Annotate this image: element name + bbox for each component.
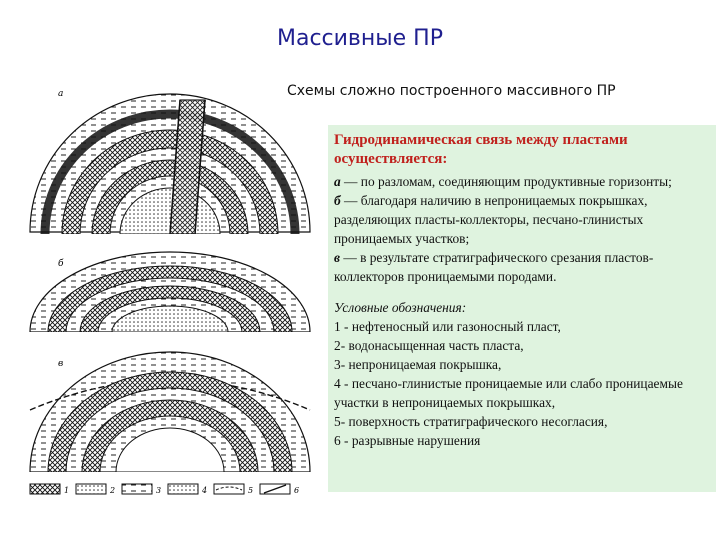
info-item-c: в — в результате стратиграфического срез… (334, 248, 710, 286)
legend-title-text: Условные обозначения (334, 300, 462, 315)
legend-number-5: 5 (248, 486, 253, 495)
info-item-b-text: — благодаря наличию в непроницаемых покр… (334, 193, 648, 246)
info-item-b-letter: б (334, 193, 341, 208)
legend-item: 1 - нефтеносный или газоносный пласт, (334, 319, 561, 334)
panel-label-b: б (58, 258, 64, 269)
legend-number-2: 2 (109, 486, 115, 495)
legend-item: 2- водонасыщенная часть пласта, (334, 338, 524, 353)
info-heading: Гидродинамическая связь между пластами о… (334, 132, 628, 167)
legend-item: 5- поверхность стратиграфического несогл… (334, 414, 608, 429)
legend-title: Условные обозначения: (334, 300, 467, 315)
panel-label-a: а (58, 89, 63, 99)
page-subtitle: Схемы сложно построенного массивного ПР (287, 83, 616, 99)
info-item-b: б — благодаря наличию в непроницаемых по… (334, 191, 710, 248)
legend-item: 6 - разрывные нарушения (334, 433, 481, 448)
info-item-c-text: — в результате стратиграфического срезан… (334, 250, 654, 284)
legend-swatch-3 (121, 483, 153, 495)
panel-label-c: в (58, 359, 63, 369)
info-box: Гидродинамическая связь между пластами о… (328, 125, 716, 492)
info-item-c-letter: в (334, 250, 340, 265)
legend-item: 3- непроницаемая покрышка, (334, 357, 502, 372)
scheme-c (29, 351, 311, 472)
legend-swatch-4 (167, 483, 199, 495)
page-title: Массивные ПР (276, 26, 443, 51)
legend-number-1: 1 (64, 486, 69, 495)
legend-swatch-2 (75, 483, 107, 495)
scheme-a (29, 93, 311, 234)
info-item-a-letter: а (334, 174, 341, 189)
legend-number-6: 6 (294, 486, 299, 495)
legend-number-3: 3 (156, 486, 161, 495)
scheme-b (29, 251, 311, 332)
info-item-a: а — по разломам, соединяющим продуктивны… (334, 172, 710, 191)
info-item-a-text: — по разломам, соединяющим продуктивные … (340, 174, 672, 189)
legend-swatch-5 (213, 483, 245, 495)
legend-number-4: 4 (201, 486, 207, 495)
legend-item: 4 - песчано-глинистые проницаемые или сл… (334, 376, 683, 410)
legend-swatches: 1 2 3 4 5 6 (29, 483, 299, 495)
geologic-schemes-figure: а б в 1 2 3 4 (20, 80, 320, 520)
legend-swatch-1 (29, 483, 61, 495)
